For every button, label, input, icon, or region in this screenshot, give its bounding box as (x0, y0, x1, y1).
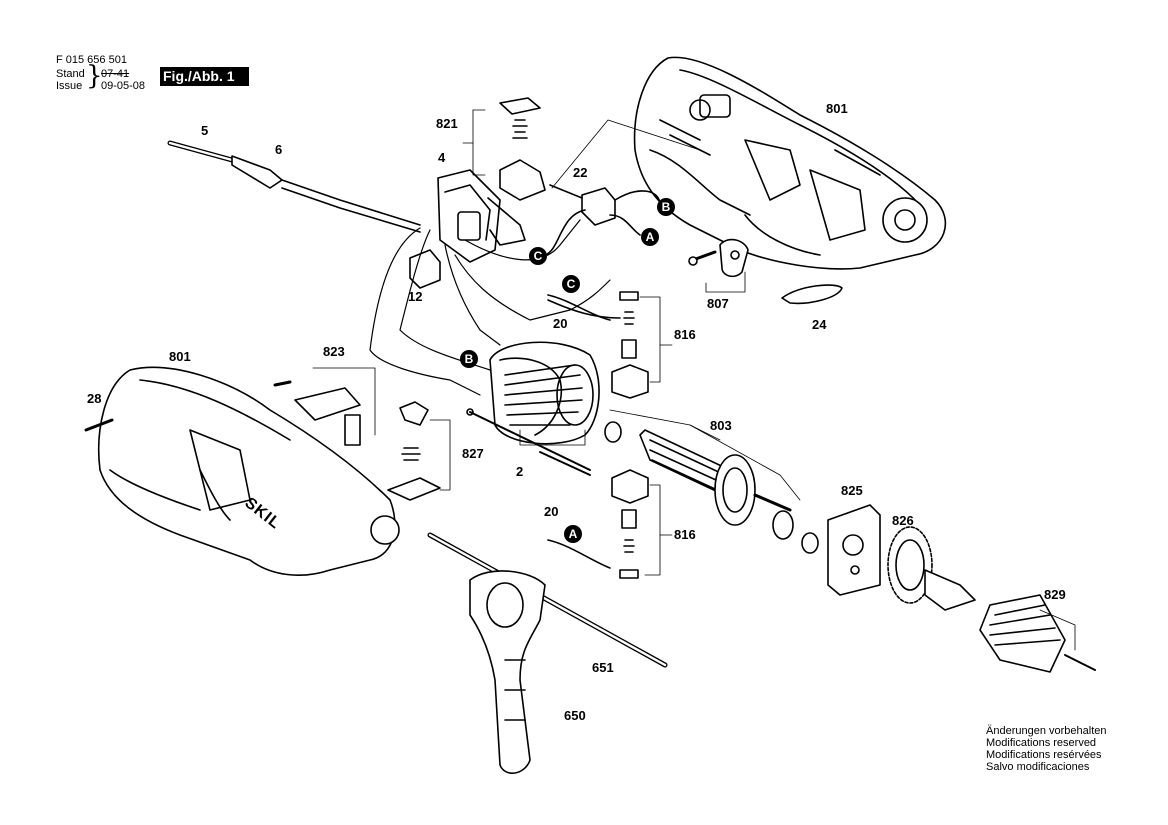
power-cord-drawing (167, 140, 421, 233)
note-line-es: Salvo modificaciones (986, 761, 1090, 773)
label-part-12: 12 (408, 289, 423, 304)
label-part-816-bottom: 816 (674, 527, 696, 542)
wiring-drawing (369, 219, 611, 396)
connector-b: B (657, 198, 675, 216)
part-827-drawing (387, 401, 451, 501)
note-line-fr: Modifications resérvées (986, 749, 1102, 761)
label-part-24: 24 (812, 317, 827, 332)
modifications-note: Änderungen vorbehalten Modifications res… (986, 725, 1106, 773)
label-part-28: 28 (87, 391, 102, 406)
label-part-821: 821 (436, 116, 458, 131)
label-part-20-top: 20 (553, 316, 568, 331)
label-part-5: 5 (201, 123, 209, 138)
gear-826-drawing (887, 526, 976, 611)
old-date: 07-41 (101, 68, 130, 80)
side-handle-drawing (469, 570, 546, 774)
figure-badge: Fig./Abb. 1 (160, 67, 249, 86)
armature-drawing (604, 421, 819, 554)
note-line-de: Änderungen vorbehalten (986, 725, 1107, 737)
part-823-drawing (273, 367, 376, 446)
part-24-drawing (781, 284, 843, 305)
brace-icon: } (86, 61, 103, 91)
stand-label: Stand (56, 68, 85, 80)
switch-4-drawing (437, 169, 526, 263)
part-807-drawing (688, 238, 749, 293)
brush-holder-top-drawing (547, 291, 673, 399)
part-22-drawing (544, 184, 661, 256)
housing-half-left-drawing (97, 366, 400, 576)
connector-c: C (562, 275, 580, 293)
brush-holder-bottom-drawing (547, 469, 673, 579)
label-part-6: 6 (275, 142, 283, 157)
label-part-22: 22 (573, 165, 588, 180)
connector-a: A (641, 228, 659, 246)
housing-half-top-drawing (633, 56, 947, 270)
label-part-825: 825 (841, 483, 863, 498)
label-part-801-left: 801 (169, 349, 191, 364)
connector-c: C (529, 247, 547, 265)
part-821-drawing (462, 97, 546, 201)
part-number: F 015 656 501 (56, 54, 127, 66)
connector-b: B (460, 350, 478, 368)
issue-date: 09-05-08 (101, 80, 146, 92)
screw-28-drawing (84, 418, 114, 432)
label-part-803: 803 (710, 418, 732, 433)
label-part-650: 650 (564, 708, 586, 723)
label-part-651: 651 (592, 660, 614, 675)
field-coil-drawing (489, 341, 600, 446)
label-part-823: 823 (323, 344, 345, 359)
label-part-801-top: 801 (826, 101, 848, 116)
label-part-826: 826 (892, 513, 914, 528)
label-part-816-top: 816 (674, 327, 696, 342)
label-part-827: 827 (462, 446, 484, 461)
label-part-2: 2 (516, 464, 524, 479)
note-line-en: Modifications reserved (986, 737, 1097, 749)
label-part-20-bottom: 20 (544, 504, 559, 519)
chuck-829-drawing (979, 594, 1096, 673)
connector-a: A (564, 525, 582, 543)
label-part-4: 4 (438, 150, 446, 165)
screws-2-drawing (466, 408, 591, 476)
part-825-drawing (827, 504, 881, 596)
label-part-807: 807 (707, 296, 729, 311)
label-part-829: 829 (1044, 587, 1066, 602)
issue-label: Issue (56, 80, 83, 92)
part-12-drawing (409, 249, 441, 289)
